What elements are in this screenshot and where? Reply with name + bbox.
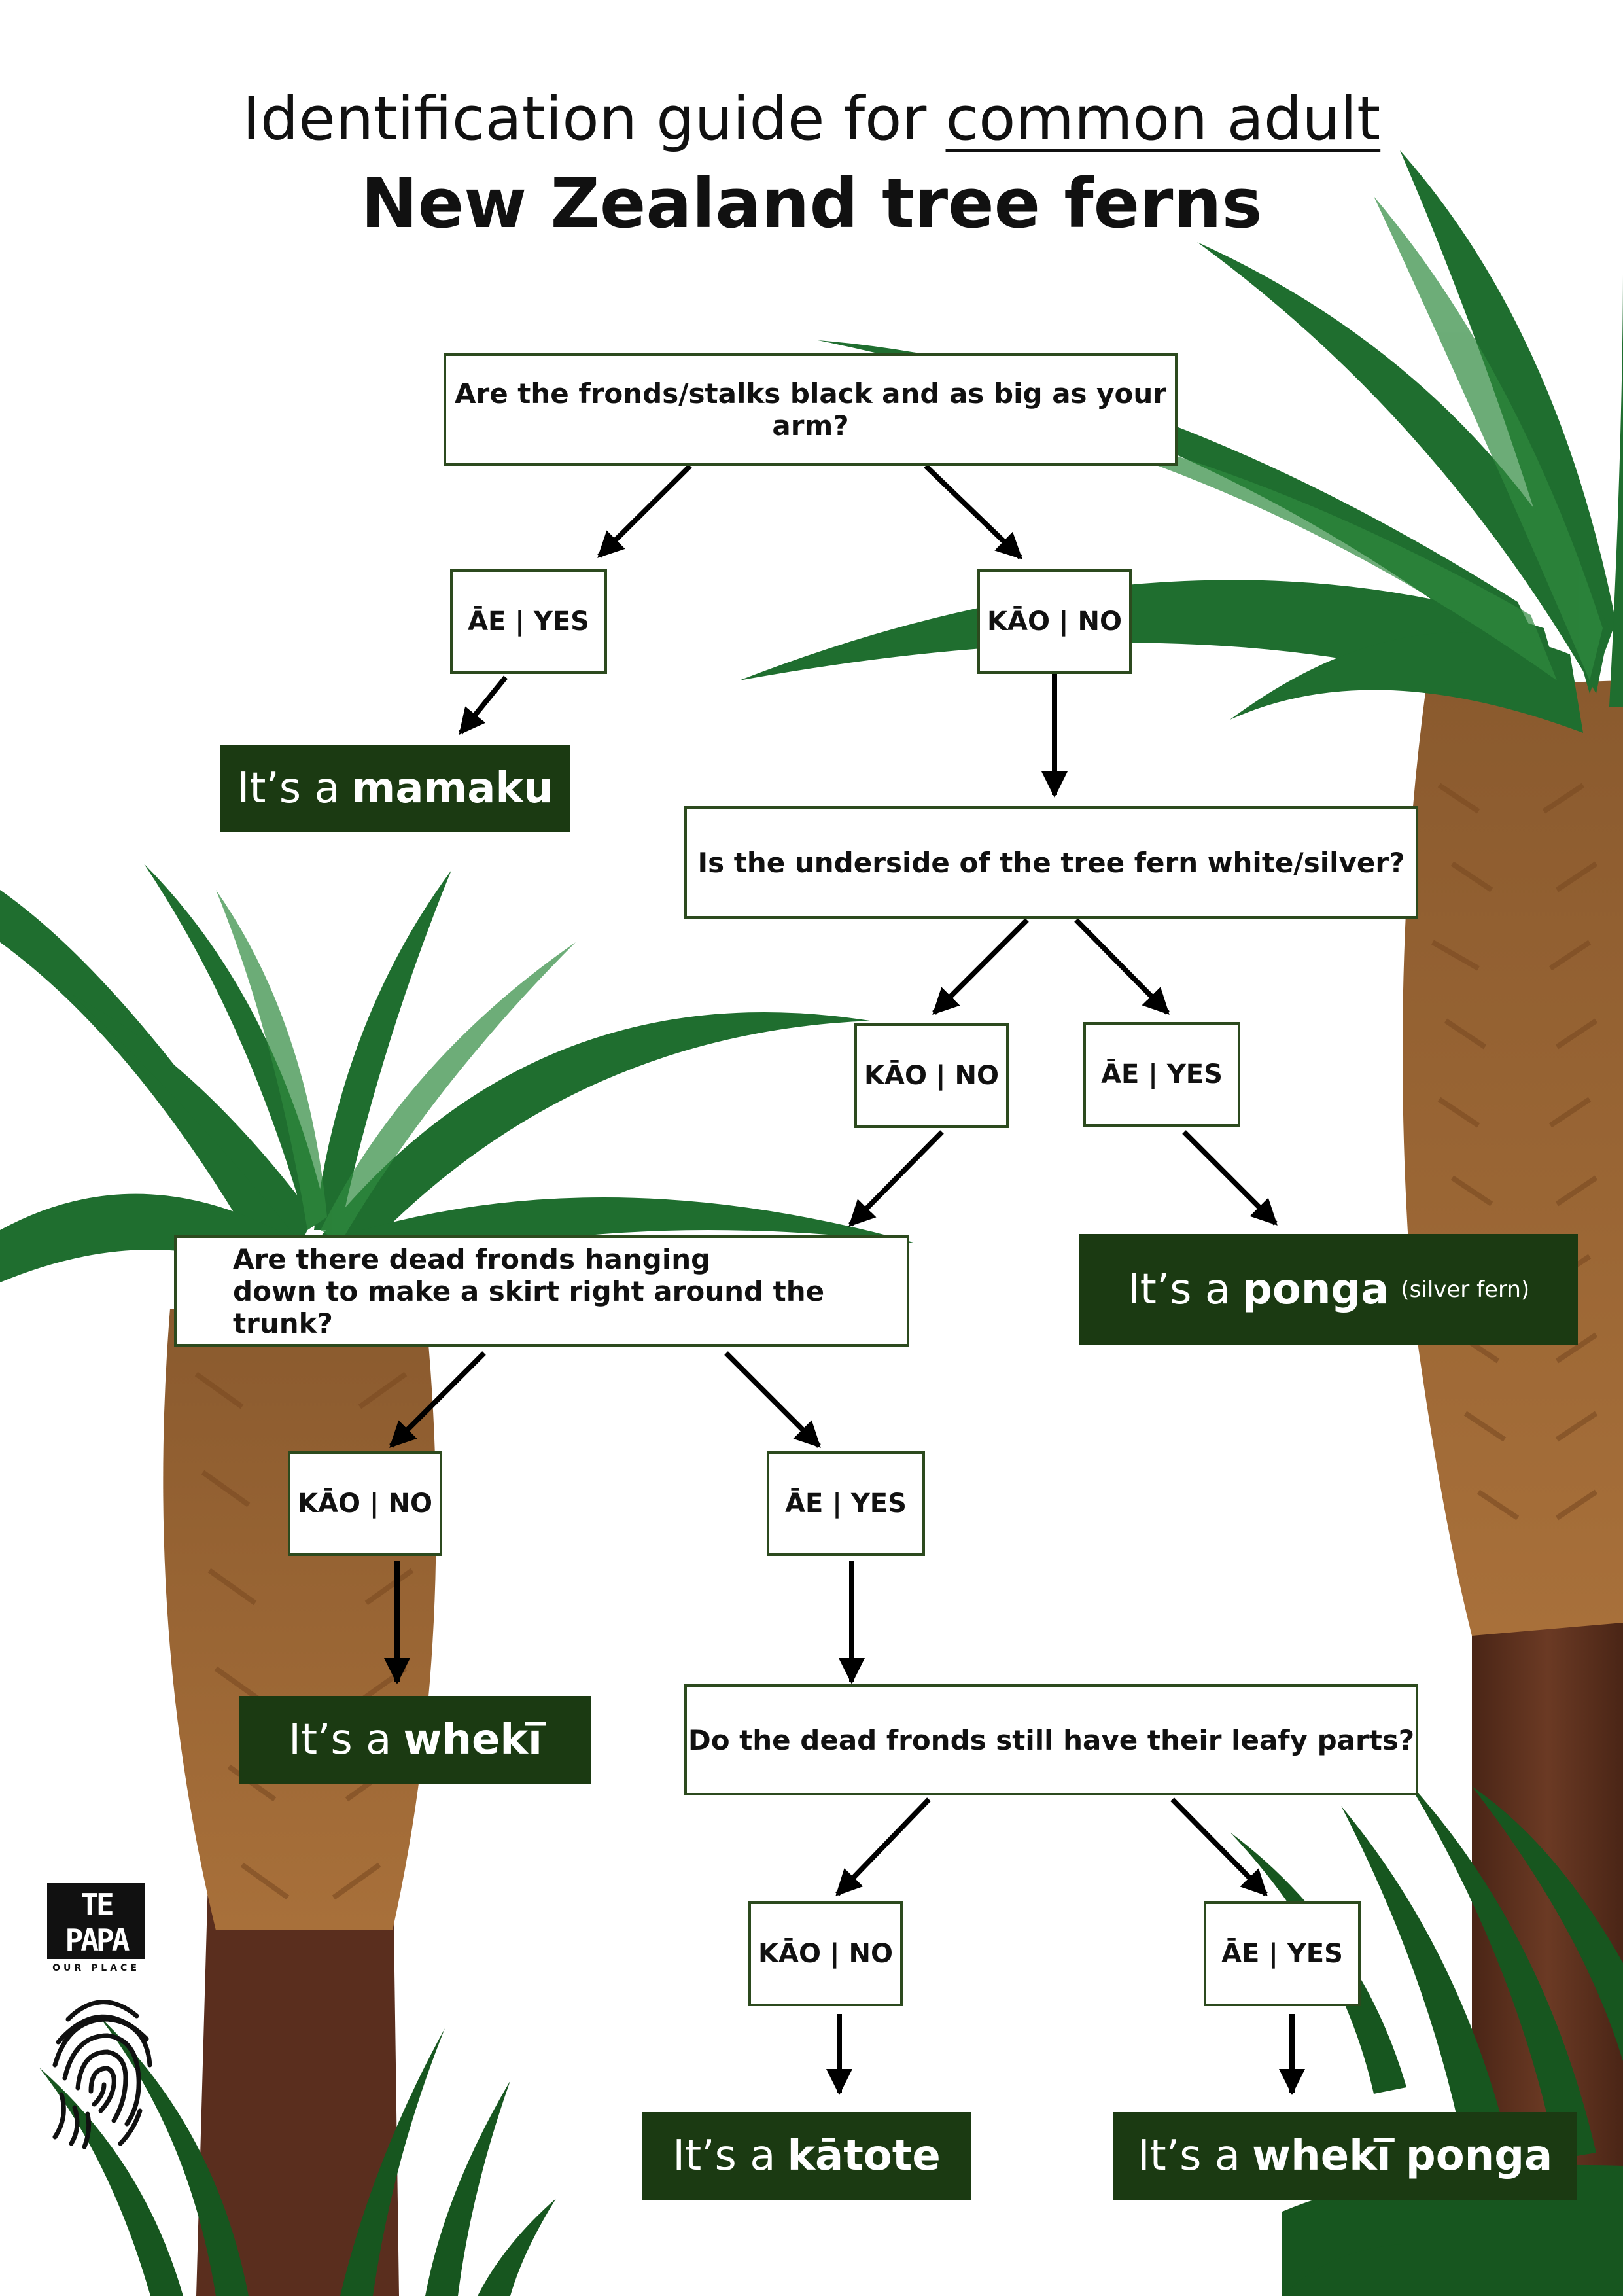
result-name: kātote <box>787 2132 940 2180</box>
result-prefix: It’s a <box>672 2132 775 2180</box>
answer-q4-no: KĀO | NO <box>748 1901 903 2006</box>
result-note: (silver fern) <box>1401 1277 1529 1303</box>
question-1-text: Are the fronds/stalks black and as big a… <box>446 378 1175 442</box>
answer-q3-no: KĀO | NO <box>288 1451 442 1556</box>
answer-label: KĀO | NO <box>298 1489 432 1519</box>
result-prefix: It’s a <box>237 764 340 813</box>
answer-q1-no: KĀO | NO <box>977 569 1132 674</box>
answer-q1-yes: ĀE | YES <box>450 569 607 674</box>
title-line-1: Identification guide for common adult <box>0 84 1623 154</box>
question-3-box: Are there dead fronds hanging down to ma… <box>174 1235 909 1347</box>
result-name: wheki̅ ponga <box>1252 2132 1552 2180</box>
result-prefix: It’s a <box>1138 2132 1240 2180</box>
question-4-text: Do the dead fronds still have their leaf… <box>688 1724 1414 1756</box>
result-name: wheki̅ <box>403 1716 542 1764</box>
title-line-2: New Zealand tree ferns <box>0 164 1623 243</box>
answer-label: KĀO | NO <box>758 1939 893 1969</box>
logo-tagline: OUR PLACE <box>47 1963 145 1973</box>
question-4-box: Do the dead fronds still have their leaf… <box>684 1684 1418 1795</box>
logo-wordmark: TE PAPA <box>47 1883 145 1959</box>
answer-q2-no: KĀO | NO <box>854 1023 1009 1128</box>
answer-label: ĀE | YES <box>785 1489 907 1519</box>
result-name: mamaku <box>352 764 553 813</box>
question-2-box: Is the underside of the tree fern white/… <box>684 806 1418 919</box>
answer-label: KĀO | NO <box>987 607 1122 637</box>
question-1-box: Are the fronds/stalks black and as big a… <box>444 353 1178 466</box>
fingerprint-icon <box>42 1980 160 2150</box>
question-2-text: Is the underside of the tree fern white/… <box>698 847 1405 879</box>
question-3-line-1: Are there dead fronds hanging <box>233 1243 907 1275</box>
answer-q4-yes: ĀE | YES <box>1204 1901 1361 2006</box>
result-prefix: It’s a <box>1128 1265 1230 1314</box>
answer-q3-yes: ĀE | YES <box>767 1451 925 1556</box>
answer-label: ĀE | YES <box>468 607 589 637</box>
question-3-line-2: down to make a skirt right around the tr… <box>233 1275 907 1339</box>
answer-label: KĀO | NO <box>864 1061 999 1091</box>
title-prefix: Identification guide for <box>243 84 946 154</box>
result-name: ponga <box>1242 1265 1389 1314</box>
te-papa-logo: TE PAPA OUR PLACE <box>47 1883 158 2153</box>
result-prefix: It’s a <box>288 1716 391 1764</box>
answer-label: ĀE | YES <box>1101 1059 1223 1089</box>
answer-q2-yes: ĀE | YES <box>1083 1022 1240 1127</box>
title-underlined: common adult <box>946 84 1381 154</box>
answer-label: ĀE | YES <box>1221 1939 1343 1969</box>
